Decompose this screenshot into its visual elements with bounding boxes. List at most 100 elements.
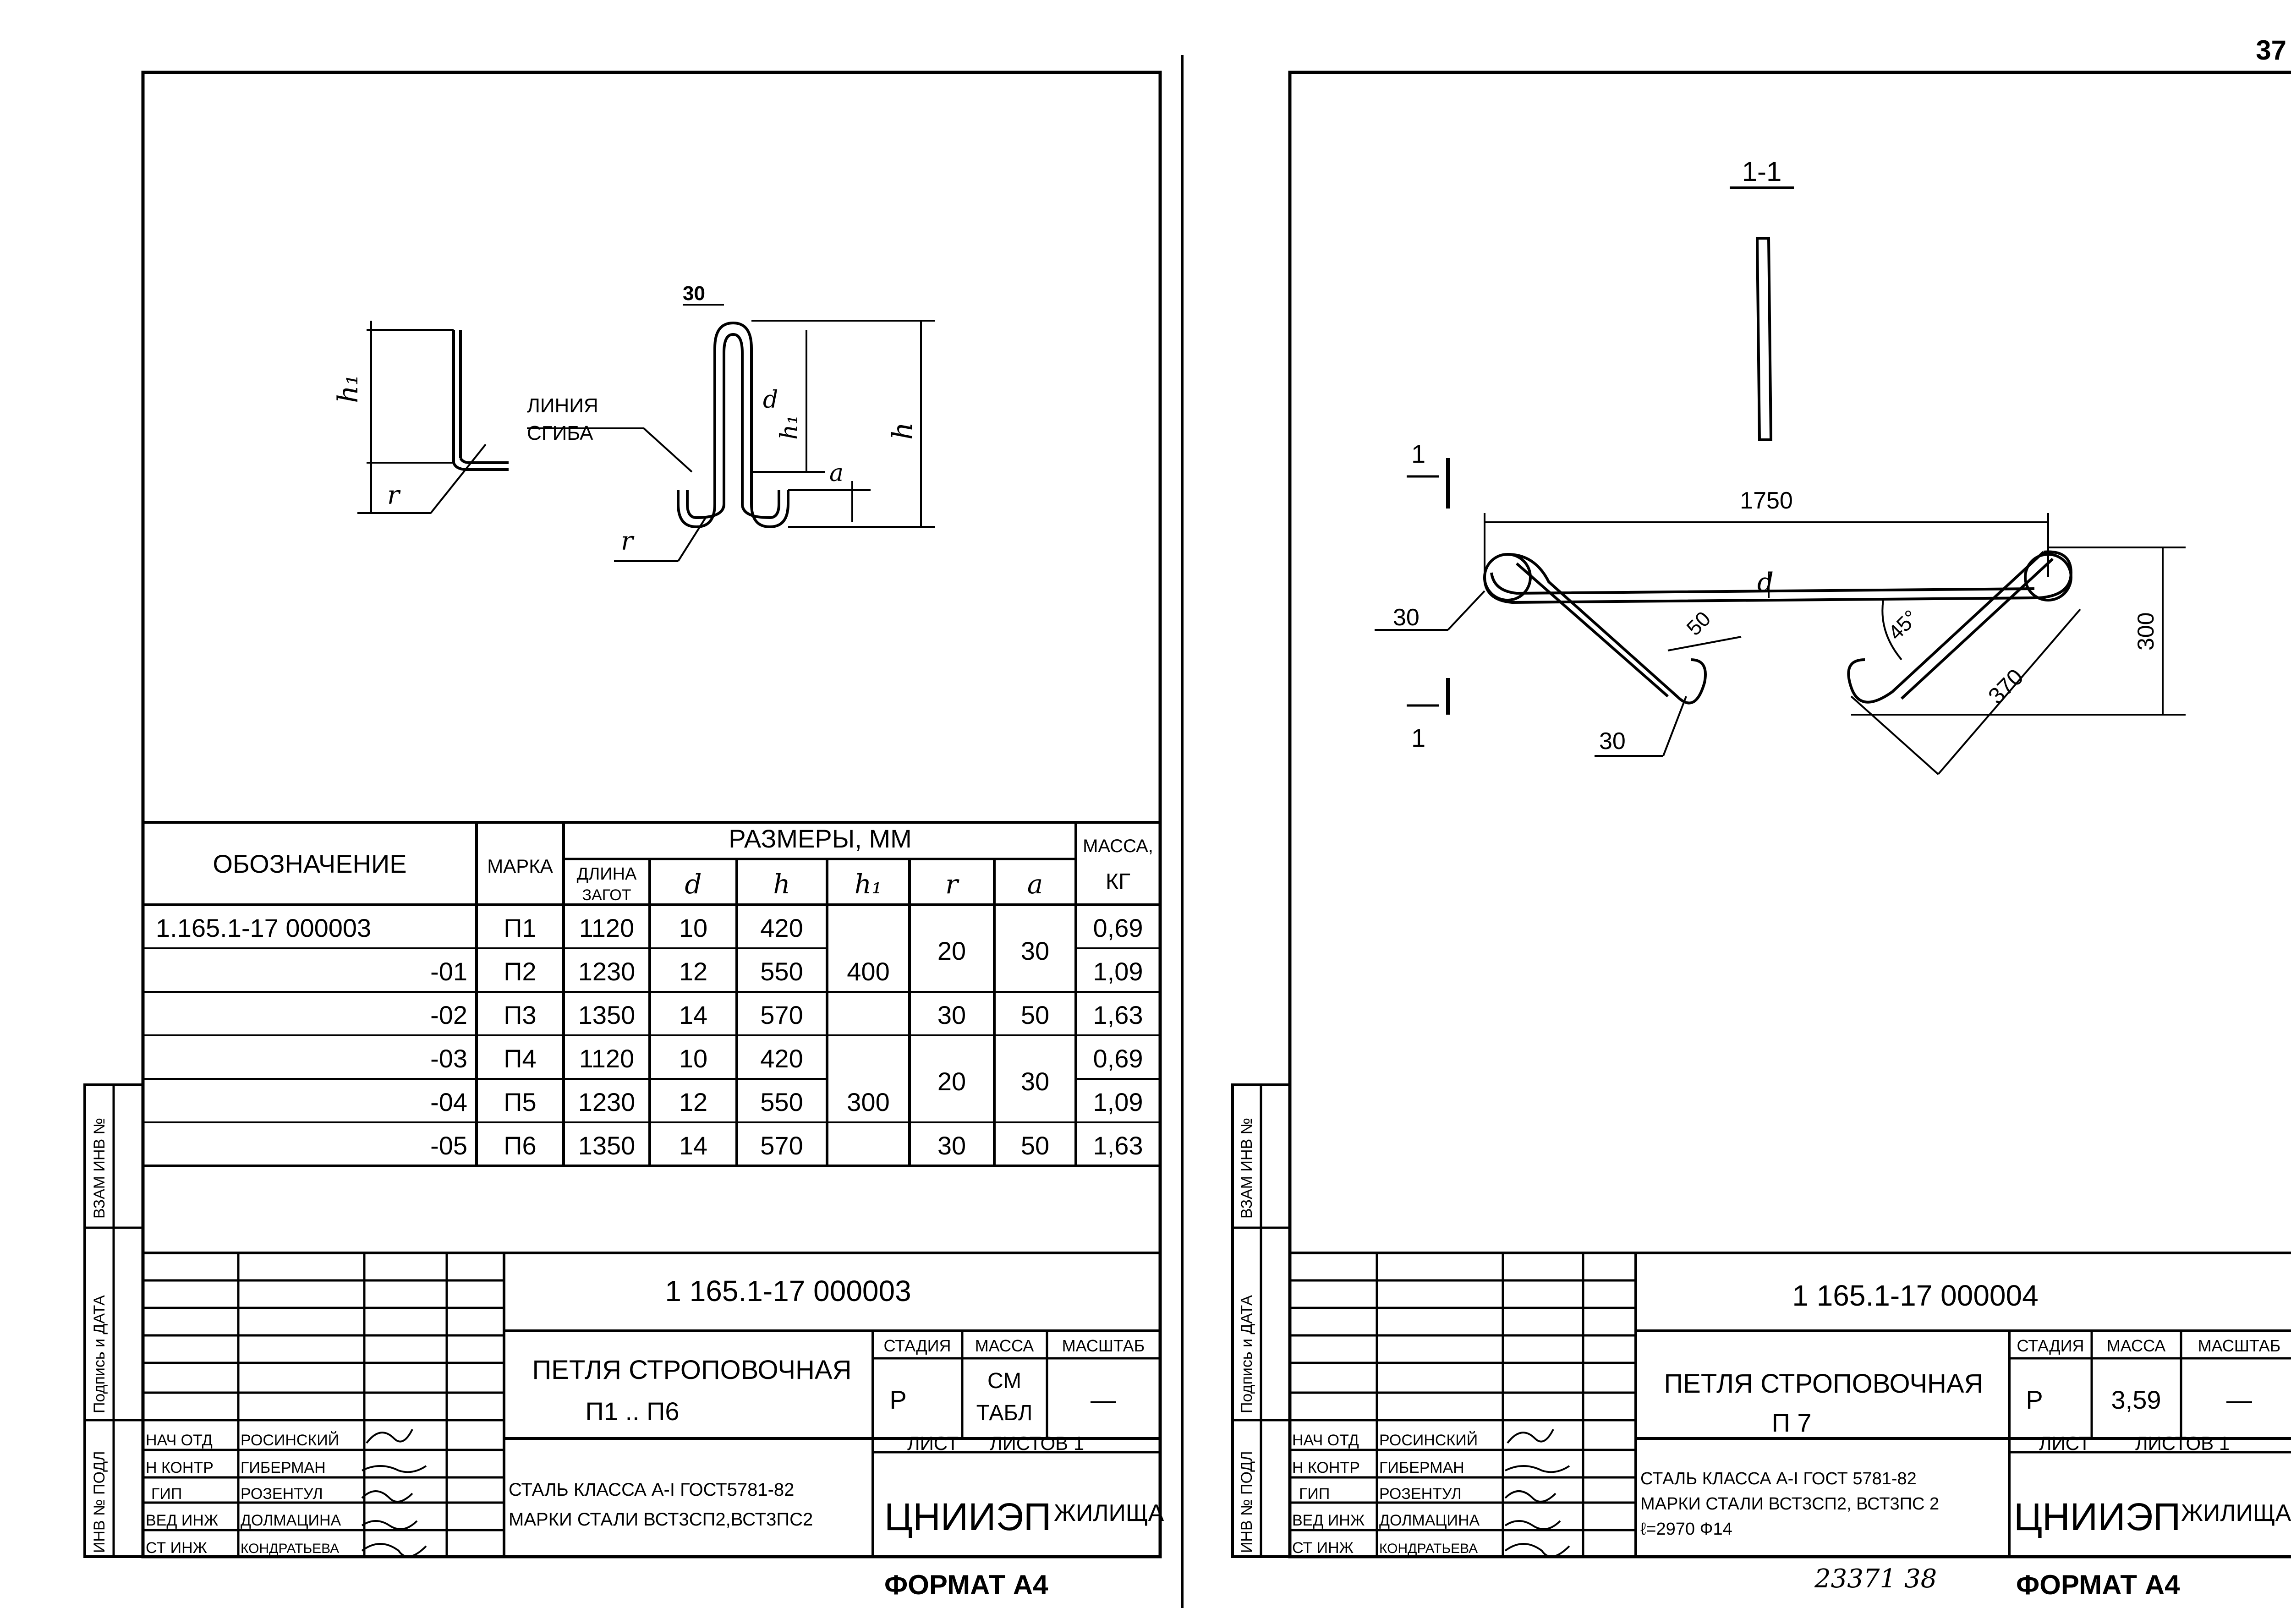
cell-h: 550 <box>760 957 803 986</box>
name: ДОЛМАЦИНА <box>241 1512 341 1529</box>
name: РОСИНСКИЙ <box>241 1432 339 1449</box>
label-a: a <box>829 459 844 487</box>
right-mass: 3,59 <box>2111 1385 2161 1414</box>
label-bend-line-1: ЛИНИЯ <box>527 394 598 417</box>
left-frame <box>141 71 1162 1558</box>
signature-scribbles <box>1504 1429 1570 1558</box>
page-number: 37 <box>2256 35 2286 66</box>
cell-mark: П5 <box>504 1088 536 1116</box>
cell-mark: П2 <box>504 957 536 986</box>
name: РОСИНСКИЙ <box>1379 1432 1478 1449</box>
th-h1: h₁ <box>855 869 882 900</box>
left-mass-header: МАССА <box>975 1336 1034 1355</box>
right-side-inv-podl: ИНВ № ПОДЛ <box>1238 1451 1255 1553</box>
cell-mass: 1,09 <box>1093 1088 1143 1116</box>
cell-length: 1120 <box>579 1044 634 1073</box>
role: ВЕД ИНЖ <box>146 1512 218 1529</box>
dim-d: d <box>1757 568 1774 597</box>
left-table-grid <box>143 821 1160 1167</box>
right-format: ФОРМАТ А4 <box>2016 1569 2180 1600</box>
right-material-3: ℓ=2970 Ф14 <box>1640 1520 1732 1539</box>
left-doc-title-2: П1 .. П6 <box>585 1397 679 1426</box>
left-scale: — <box>1091 1385 1116 1414</box>
name: КОНДРАТЬЕВА <box>241 1541 339 1556</box>
th-mass-2: КГ <box>1106 869 1130 894</box>
cell-mass: 1,63 <box>1093 1131 1143 1160</box>
cell-a-merged: 30 <box>1021 1067 1049 1096</box>
left-side-sign-date: Подпись и ДАТА <box>91 1295 108 1413</box>
dim-1750: 1750 <box>1740 487 1793 514</box>
label-h: h <box>887 422 919 440</box>
role: НАЧ ОТД <box>146 1432 213 1449</box>
left-doc-code: 1 165.1-17 000003 <box>665 1274 911 1307</box>
right-doc-title-2: П 7 <box>1772 1408 1812 1437</box>
cut-mark-bottom: 1 <box>1411 723 1425 752</box>
cell-d: 14 <box>679 1131 707 1160</box>
cell-length: 1350 <box>578 1131 636 1160</box>
cell-length: 1230 <box>578 1088 636 1116</box>
right-material-1: СТАЛЬ КЛАССА А-I ГОСТ 5781-82 <box>1640 1469 1917 1488</box>
right-sheets-header: ЛИСТОВ 1 <box>2135 1433 2230 1454</box>
right-side-inv-zam: ВЗАМ ИНВ № <box>1238 1118 1255 1219</box>
cell-a: 50 <box>1021 1131 1049 1160</box>
left-signatures: НАЧ ОТД Н КОНТР ГИП ВЕД ИНЖ СТ ИНЖ РОСИН… <box>146 1429 427 1558</box>
cell-h: 420 <box>760 1044 803 1073</box>
left-sheet <box>83 71 1162 1558</box>
th-a: a <box>1027 869 1043 900</box>
name: ГИБЕРМАН <box>241 1459 326 1476</box>
cell-length: 1230 <box>578 957 636 986</box>
cell-h: 550 <box>760 1088 803 1116</box>
left-org-big: ЦНИИЭП <box>884 1495 1051 1538</box>
cell-d: 12 <box>679 957 707 986</box>
th-h: h <box>773 869 790 900</box>
left-stage: Р <box>889 1385 906 1414</box>
dim-300: 300 <box>2133 612 2159 651</box>
left-format: ФОРМАТ А4 <box>884 1569 1048 1600</box>
left-table-rows: 1.165.1-17 000003 П1 1120 10 420 0,69 -0… <box>156 913 1143 1160</box>
dim-50: 50 <box>1682 607 1715 640</box>
cell-h: 420 <box>760 913 803 942</box>
right-sheet-header: ЛИСТ <box>2039 1433 2090 1454</box>
cell-mark: П1 <box>504 913 536 942</box>
name: ДОЛМАЦИНА <box>1379 1512 1480 1529</box>
cell-mass: 0,69 <box>1093 1044 1143 1073</box>
left-scale-header: МАСШТАБ <box>1062 1336 1145 1355</box>
cell-mass: 0,69 <box>1093 913 1143 942</box>
right-stage-header: СТАДИЯ <box>2017 1336 2084 1355</box>
label-h1: h₁ <box>332 374 364 403</box>
right-mass-header: МАССА <box>2107 1336 2165 1355</box>
th-sizes: РАЗМЕРЫ, ММ <box>729 824 912 853</box>
left-title-block-grid <box>143 1252 1160 1557</box>
cut-mark-top: 1 <box>1411 439 1425 468</box>
right-material-2: МАРКИ СТАЛИ ВСТ3СП2, ВСТ3ПС 2 <box>1640 1494 1939 1514</box>
right-sheet <box>1231 71 2291 1558</box>
right-org-small: ЖИЛИЩА <box>2181 1500 2291 1526</box>
role: ГИП <box>151 1485 182 1503</box>
cell-designation: 1.165.1-17 000003 <box>156 913 371 942</box>
name: КОНДРАТЬЕВА <box>1379 1541 1478 1556</box>
left-org-small: ЖИЛИЩА <box>1054 1500 1164 1526</box>
cell-designation: -03 <box>430 1044 467 1073</box>
right-frame <box>1288 71 2291 1558</box>
right-scale-header: МАСШТАБ <box>2198 1336 2281 1355</box>
left-stage-header: СТАДИЯ <box>883 1336 951 1355</box>
cell-d: 14 <box>679 1001 707 1029</box>
right-title-block-grid <box>1290 1252 2291 1557</box>
cell-r: 30 <box>937 1001 966 1029</box>
cell-length: 1120 <box>579 913 634 942</box>
left-side-inv-podl: ИНВ № ПОДЛ <box>91 1451 108 1553</box>
cell-mass: 1,09 <box>1093 957 1143 986</box>
section-label: 1-1 <box>1742 156 1782 187</box>
label-r: r <box>387 481 401 510</box>
cell-r-merged: 20 <box>937 1067 966 1096</box>
cell-h: 570 <box>760 1131 803 1160</box>
role: Н КОНТР <box>1292 1459 1360 1476</box>
left-material-2: МАРКИ СТАЛИ ВСТ3СП2,ВСТ3ПС2 <box>509 1509 813 1530</box>
th-length-2: ЗАГОТ <box>582 886 631 904</box>
right-stage: Р <box>2026 1385 2043 1414</box>
role: ГИП <box>1299 1485 1330 1503</box>
cell-mass: 1,63 <box>1093 1001 1143 1029</box>
cell-h: 570 <box>760 1001 803 1029</box>
label-d: d <box>763 386 778 414</box>
cell-designation: -01 <box>430 957 467 986</box>
